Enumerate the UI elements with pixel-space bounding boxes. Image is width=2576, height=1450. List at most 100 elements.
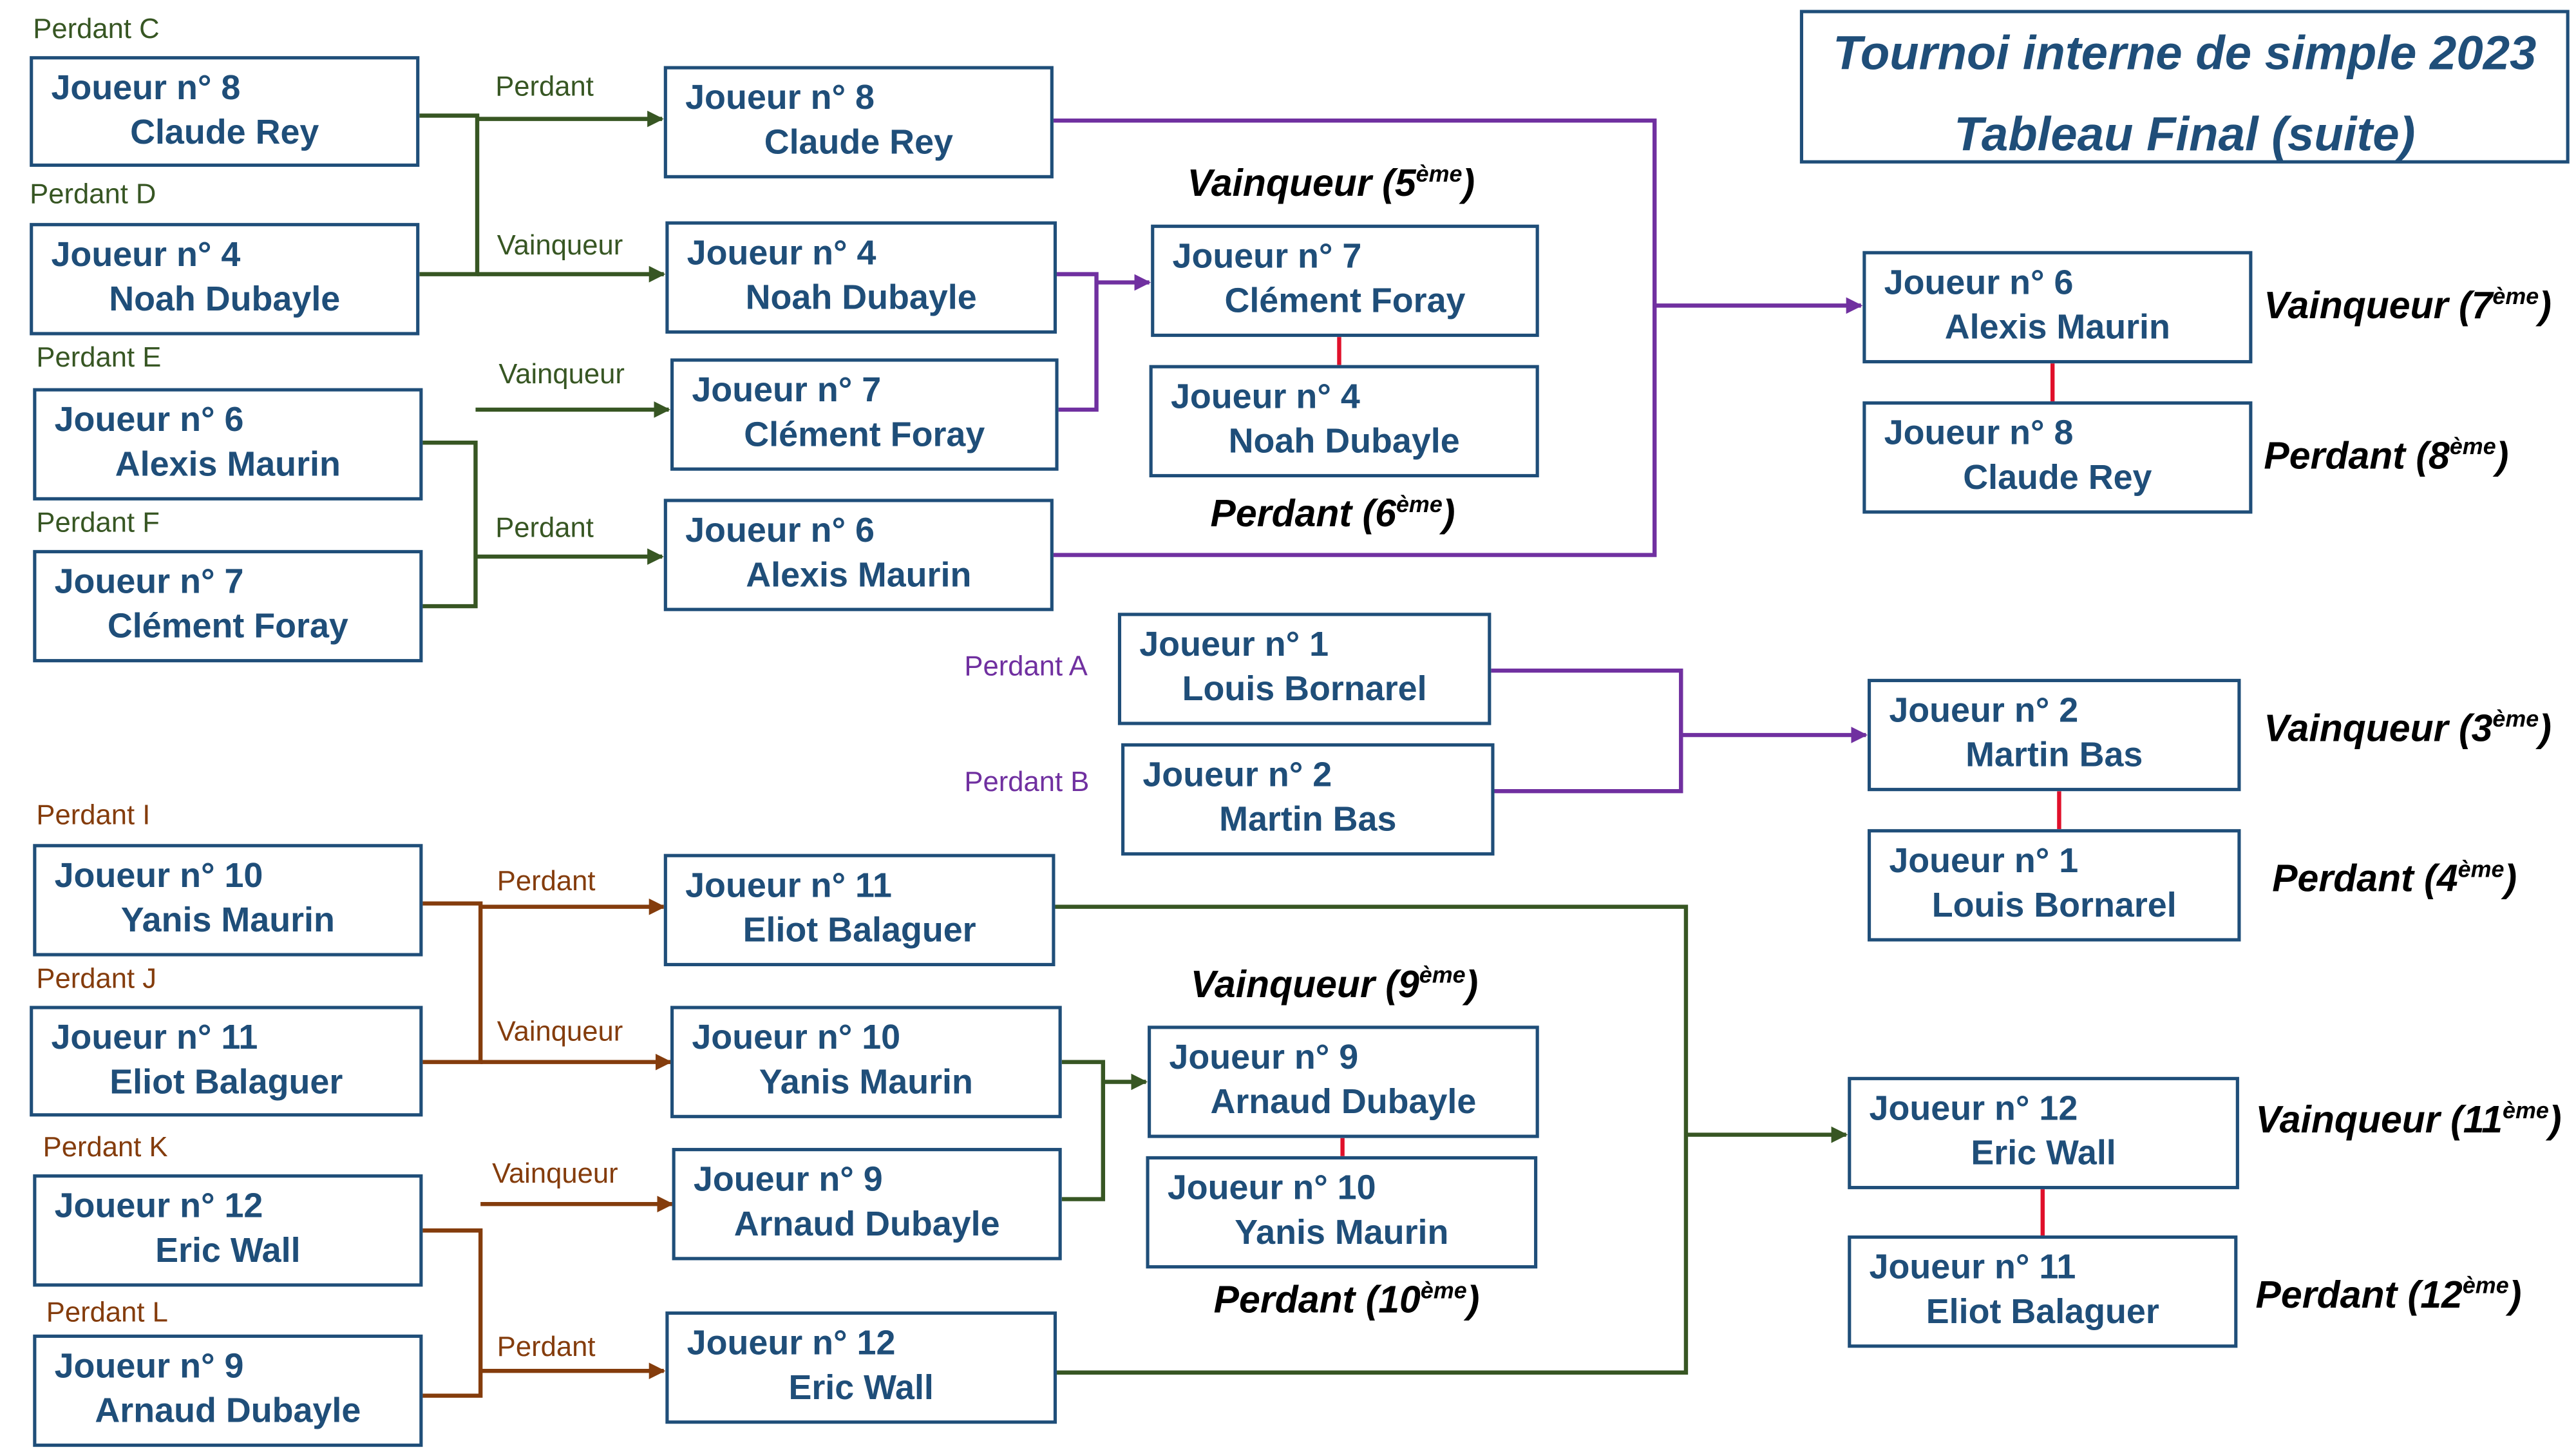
player-box: Joueur n° 2 Martin Bas (1867, 678, 2241, 792)
label-vainqueur: Vainqueur (492, 1158, 618, 1190)
player-number: Joueur n° 12 (1869, 1090, 2078, 1129)
match-links (1337, 337, 2061, 1235)
player-name: Claude Rey (130, 113, 319, 152)
player-box: Joueur n° 7 Clément Foray (1151, 224, 1539, 338)
player-box: Joueur n° 6 Alexis Maurin (33, 388, 423, 501)
result-label: Perdant (12ème) (2255, 1272, 2522, 1316)
label-perdant: Perdant (495, 511, 594, 544)
player-number: Joueur n° 6 (54, 401, 244, 440)
g3-round1-connectors (422, 898, 674, 1398)
player-box: Joueur n° 6 Alexis Maurin (663, 499, 1054, 611)
player-name: Eric Wall (788, 1369, 934, 1407)
result-label: Vainqueur (11ème) (2255, 1096, 2562, 1141)
player-box: Joueur n° 2 Martin Bas (1121, 743, 1495, 856)
g2-connectors (1491, 668, 1868, 794)
player-name: Clément Foray (744, 416, 985, 455)
player-number: Joueur n° 4 (687, 234, 876, 273)
player-name: Louis Bornarel (1931, 886, 2177, 925)
player-number: Joueur n° 11 (51, 1019, 258, 1058)
result-label: Vainqueur (9ème) (1190, 961, 1479, 1006)
player-number: Joueur n° 12 (54, 1187, 263, 1226)
player-number: Joueur n° 9 (1169, 1038, 1359, 1077)
player-box: Joueur n° 6 Alexis Maurin (1862, 251, 2253, 364)
player-name: Eliot Balaguer (1926, 1293, 2159, 1331)
player-number: Joueur n° 2 (1142, 756, 1332, 795)
player-box: Joueur n° 4 Noah Dubayle (30, 223, 420, 336)
player-box: Joueur n° 1 Louis Bornarel (1867, 829, 2241, 942)
player-box: Joueur n° 10 Yanis Maurin (33, 844, 423, 957)
player-name: Yanis Maurin (1235, 1214, 1449, 1252)
label-perdant: Perdant (495, 71, 594, 102)
player-box: Joueur n° 11 Eliot Balaguer (1848, 1235, 2238, 1348)
player-name: Claude Rey (764, 124, 953, 162)
player-box: Joueur n° 4 Noah Dubayle (1149, 365, 1539, 478)
title-box: Tournoi interne de simple 2023 Tableau F… (1799, 10, 2570, 164)
player-number: Joueur n° 10 (1167, 1169, 1376, 1208)
player-number: Joueur n° 9 (54, 1348, 244, 1386)
player-number: Joueur n° 8 (1884, 414, 2074, 453)
player-number: Joueur n° 11 (1869, 1248, 2076, 1287)
player-number: Joueur n° 6 (1884, 264, 2074, 303)
label-perdant-l: Perdant L (46, 1296, 168, 1328)
g3-round2-connectors (1055, 904, 1848, 1375)
label-vainqueur: Vainqueur (497, 229, 623, 262)
player-name: Arnaud Dubayle (734, 1205, 1000, 1244)
label-vainqueur: Vainqueur (497, 1015, 623, 1047)
player-name: Eliot Balaguer (109, 1064, 343, 1102)
player-name: Noah Dubayle (109, 280, 341, 319)
player-name: Alexis Maurin (746, 557, 972, 595)
player-number: Joueur n° 7 (692, 371, 882, 410)
player-box: Joueur n° 10 Yanis Maurin (1146, 1156, 1538, 1269)
player-number: Joueur n° 11 (685, 867, 892, 906)
player-box: Joueur n° 8 Claude Rey (30, 56, 420, 167)
player-number: Joueur n° 7 (1172, 238, 1362, 276)
player-number: Joueur n° 8 (685, 79, 875, 118)
player-box: Joueur n° 4 Noah Dubayle (665, 221, 1057, 334)
label-perdant-c: Perdant C (33, 13, 160, 45)
player-number: Joueur n° 12 (687, 1324, 896, 1363)
player-box: Joueur n° 1 Louis Bornarel (1117, 613, 1492, 725)
result-label: Vainqueur (7ème) (2264, 282, 2552, 327)
player-number: Joueur n° 1 (1889, 842, 2079, 881)
label-perdant-e: Perdant E (36, 341, 162, 374)
label-perdant-b: Perdant B (964, 766, 1090, 798)
player-name: Clément Foray (1224, 282, 1466, 321)
player-name: Yanis Maurin (120, 901, 335, 940)
title-line-1: Tournoi interne de simple 2023 (1833, 28, 2537, 81)
player-name: Arnaud Dubayle (1210, 1083, 1477, 1122)
player-name: Clément Foray (107, 607, 348, 646)
label-perdant: Perdant (497, 1331, 596, 1363)
player-name: Eric Wall (155, 1232, 301, 1270)
player-box: Joueur n° 9 Arnaud Dubayle (672, 1148, 1062, 1261)
player-box: Joueur n° 10 Yanis Maurin (670, 1006, 1062, 1118)
player-number: Joueur n° 4 (1170, 378, 1360, 417)
label-perdant-j: Perdant J (36, 962, 156, 995)
player-name: Eric Wall (1971, 1134, 2116, 1173)
player-box: Joueur n° 12 Eric Wall (1848, 1076, 2239, 1190)
player-box: Joueur n° 12 Eric Wall (665, 1311, 1057, 1424)
player-name: Martin Bas (1965, 736, 2143, 775)
player-name: Louis Bornarel (1182, 671, 1427, 709)
label-perdant-i: Perdant I (36, 799, 151, 831)
player-number: Joueur n° 10 (54, 857, 263, 895)
label-perdant-k: Perdant K (43, 1131, 168, 1163)
player-box: Joueur n° 12 Eric Wall (33, 1174, 423, 1287)
player-box: Joueur n° 8 Claude Rey (663, 66, 1054, 178)
label-perdant-f: Perdant F (36, 507, 160, 539)
player-box: Joueur n° 11 Eliot Balaguer (30, 1006, 423, 1117)
label-perdant-a: Perdant A (964, 651, 1088, 682)
player-name: Martin Bas (1219, 801, 1397, 839)
player-number: Joueur n° 6 (685, 511, 875, 550)
player-number: Joueur n° 8 (51, 69, 241, 108)
player-name: Alexis Maurin (115, 446, 341, 484)
player-box: Joueur n° 7 Clément Foray (670, 358, 1059, 471)
player-name: Noah Dubayle (745, 279, 977, 318)
player-name: Noah Dubayle (1228, 423, 1460, 461)
player-name: Eliot Balaguer (743, 911, 976, 950)
player-name: Alexis Maurin (1944, 309, 2170, 347)
player-box: Joueur n° 7 Clément Foray (33, 549, 423, 663)
player-box: Joueur n° 9 Arnaud Dubayle (1148, 1025, 1539, 1138)
player-name: Claude Rey (1963, 459, 2152, 497)
